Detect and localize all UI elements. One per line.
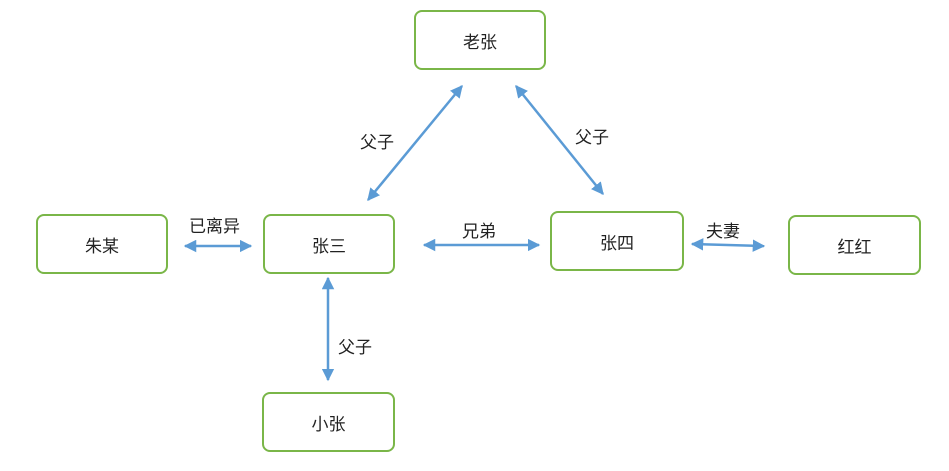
node-label: 张三 <box>312 236 346 257</box>
arrow-laozhang-zhangsan <box>367 85 463 201</box>
relation-label-zhangsan-zhangsi: 兄弟 <box>462 222 496 242</box>
node-zhu-mou: 朱某 <box>36 214 168 274</box>
arrow-laozhang-zhangsi <box>515 85 604 195</box>
node-label: 老张 <box>463 32 497 53</box>
node-lao-zhang: 老张 <box>414 10 546 70</box>
relation-label-laozhang-zhangsan: 父子 <box>360 133 394 153</box>
node-label: 张四 <box>600 233 634 254</box>
relation-label-zhumou-zhangsan: 已离异 <box>189 217 240 237</box>
node-zhang-san: 张三 <box>263 214 395 274</box>
node-label: 小张 <box>311 414 346 435</box>
node-zhang-si: 张四 <box>550 211 684 271</box>
node-label: 朱某 <box>85 236 119 257</box>
node-hong-hong: 红红 <box>788 215 921 275</box>
relation-label-zhangsan-xiaozhang: 父子 <box>338 338 372 358</box>
arrow-zhangsi-honghong <box>690 238 766 252</box>
node-label: 红红 <box>837 237 872 258</box>
relation-label-zhangsi-honghong: 夫妻 <box>706 222 740 242</box>
relation-label-laozhang-zhangsi: 父子 <box>575 128 609 148</box>
node-xiao-zhang: 小张 <box>262 392 395 452</box>
